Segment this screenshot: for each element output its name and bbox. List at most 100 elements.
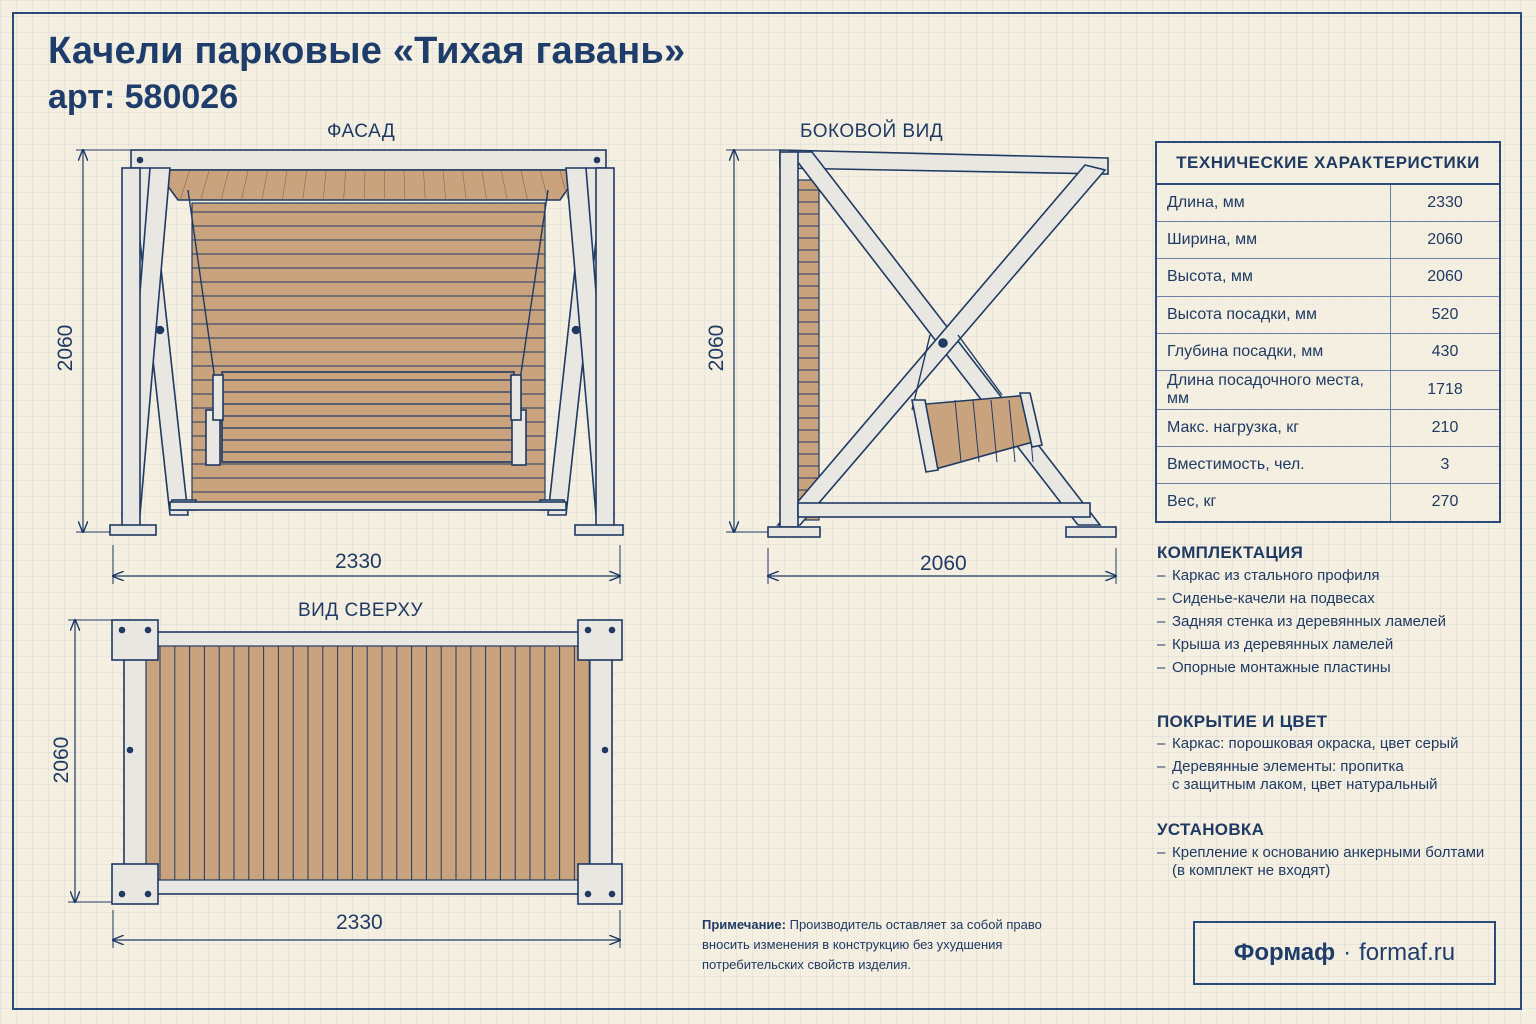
slat-line xyxy=(403,170,406,200)
slat-line xyxy=(954,399,962,463)
install-header: УСТАНОВКА xyxy=(1157,820,1265,839)
brand-separator: · xyxy=(1343,939,1352,966)
note-label: Примечание: xyxy=(702,917,786,932)
list-item-text: Каркас: порошковая окраска, цвет серый xyxy=(1172,735,1459,752)
slat-line xyxy=(282,170,288,200)
list-marker: – xyxy=(1157,659,1166,676)
slat-line xyxy=(481,170,487,200)
facade-width-dim: 2330 xyxy=(335,550,382,573)
brand-name: Формаф xyxy=(1233,939,1336,966)
list-item: –Деревянные элементы: пропитка с защитны… xyxy=(1157,758,1458,794)
kit-header: КОМПЛЕКТАЦИЯ xyxy=(1157,543,1304,562)
list-item-text: Крепление к основанию анкерными болтами … xyxy=(1172,844,1485,879)
spec-label: Ширина, мм xyxy=(1156,221,1391,259)
page-title: Качели парковые «Тихая гавань» xyxy=(48,30,686,72)
spec-label: Вес, кг xyxy=(1156,483,1391,522)
finish-header: ПОКРЫТИЕ И ЦВЕТ xyxy=(1157,712,1328,731)
top-view-drawing xyxy=(68,620,623,948)
top-view-label: ВИД СВЕРХУ xyxy=(298,600,424,621)
spec-value: 210 xyxy=(1390,408,1500,447)
brand-box: Формаф · formaf.ru xyxy=(1193,921,1496,985)
list-item: –Каркас: порошковая окраска, цвет серый xyxy=(1157,735,1458,753)
brand-site: formaf.ru xyxy=(1359,939,1456,966)
note-text: Производитель оставляет за собой право в… xyxy=(702,917,1042,972)
slat-line xyxy=(363,170,366,200)
kit-list: –Каркас из стального профиля–Сиденье-кач… xyxy=(1157,567,1446,682)
list-item: –Задняя стенка из деревянных ламелей xyxy=(1157,613,1446,631)
side-view-label: БОКОВОЙ ВИД xyxy=(800,121,944,142)
list-marker: – xyxy=(1157,636,1166,653)
slat-line xyxy=(261,170,268,200)
slat-line xyxy=(540,170,548,200)
slat-line xyxy=(442,170,446,200)
spec-row: Вместимость, чел.3 xyxy=(1156,446,1500,484)
spec-value: 430 xyxy=(1390,332,1500,371)
list-item-text: Деревянные элементы: пропитка с защитным… xyxy=(1172,758,1438,793)
side-width-dim: 2060 xyxy=(920,552,967,575)
list-item-text: Опорные монтажные пластины xyxy=(1172,659,1391,676)
list-marker: – xyxy=(1157,758,1166,775)
spec-value: 3 xyxy=(1390,446,1500,484)
drawing-frame xyxy=(12,12,1522,1010)
slat-line xyxy=(180,170,190,200)
spec-value: 520 xyxy=(1390,295,1500,334)
slat-line xyxy=(990,399,998,463)
spec-label: Длина посадочного места, мм xyxy=(1156,369,1391,410)
spec-value: 270 xyxy=(1390,483,1500,522)
facade-label: ФАСАД xyxy=(327,121,396,142)
list-item-text: Задняя стенка из деревянных ламелей xyxy=(1172,613,1446,630)
install-list: –Крепление к основанию анкерными болтами… xyxy=(1157,844,1484,885)
spec-value: 2330 xyxy=(1390,183,1500,222)
facade-drawing xyxy=(76,150,624,584)
slat-line xyxy=(1008,399,1016,463)
list-marker: – xyxy=(1157,613,1166,630)
spec-label: Длина, мм xyxy=(1156,183,1391,222)
slat-line xyxy=(302,170,307,200)
slat-line xyxy=(343,170,346,200)
slat-line xyxy=(241,170,249,200)
list-item-text: Сиденье-качели на подвесах xyxy=(1172,590,1375,607)
spec-value: 1718 xyxy=(1390,369,1500,410)
note: Примечание: Производитель оставляет за с… xyxy=(702,915,1082,975)
side-view-drawing xyxy=(726,150,1116,584)
list-marker: – xyxy=(1157,844,1166,861)
slat-line xyxy=(462,170,467,200)
spec-label: Глубина посадки, мм xyxy=(1156,332,1391,371)
list-item: –Каркас из стального профиля xyxy=(1157,567,1446,585)
list-item: –Сиденье-качели на подвесах xyxy=(1157,590,1446,608)
specs-header: ТЕХНИЧЕСКИЕ ХАРАКТЕРИСТИКИ xyxy=(1156,142,1500,185)
list-item: –Крепление к основанию анкерными болтами… xyxy=(1157,844,1484,880)
slat-line xyxy=(323,170,327,200)
list-marker: – xyxy=(1157,590,1166,607)
list-item-text: Крыша из деревянных ламелей xyxy=(1172,636,1394,653)
spec-label: Высота, мм xyxy=(1156,258,1391,297)
spec-value: 2060 xyxy=(1390,258,1500,297)
list-marker: – xyxy=(1157,735,1166,752)
top-width-dim: 2330 xyxy=(336,911,383,934)
spec-label: Вместимость, чел. xyxy=(1156,446,1391,484)
slat-line xyxy=(423,170,426,200)
list-item-text: Каркас из стального профиля xyxy=(1172,567,1380,584)
slat-line xyxy=(559,170,569,200)
article-number: арт: 580026 xyxy=(48,78,239,116)
list-item: –Крыша из деревянных ламелей xyxy=(1157,636,1446,654)
finish-list: –Каркас: порошковая окраска, цвет серый–… xyxy=(1157,735,1458,799)
slat-line xyxy=(501,170,508,200)
spec-label: Макс. нагрузка, кг xyxy=(1156,408,1391,447)
list-item: –Опорные монтажные пластины xyxy=(1157,659,1446,677)
list-marker: – xyxy=(1157,567,1166,584)
spec-value: 2060 xyxy=(1390,221,1500,259)
slat-line xyxy=(200,170,210,200)
slat-line xyxy=(221,170,229,200)
slat-line xyxy=(520,170,528,200)
